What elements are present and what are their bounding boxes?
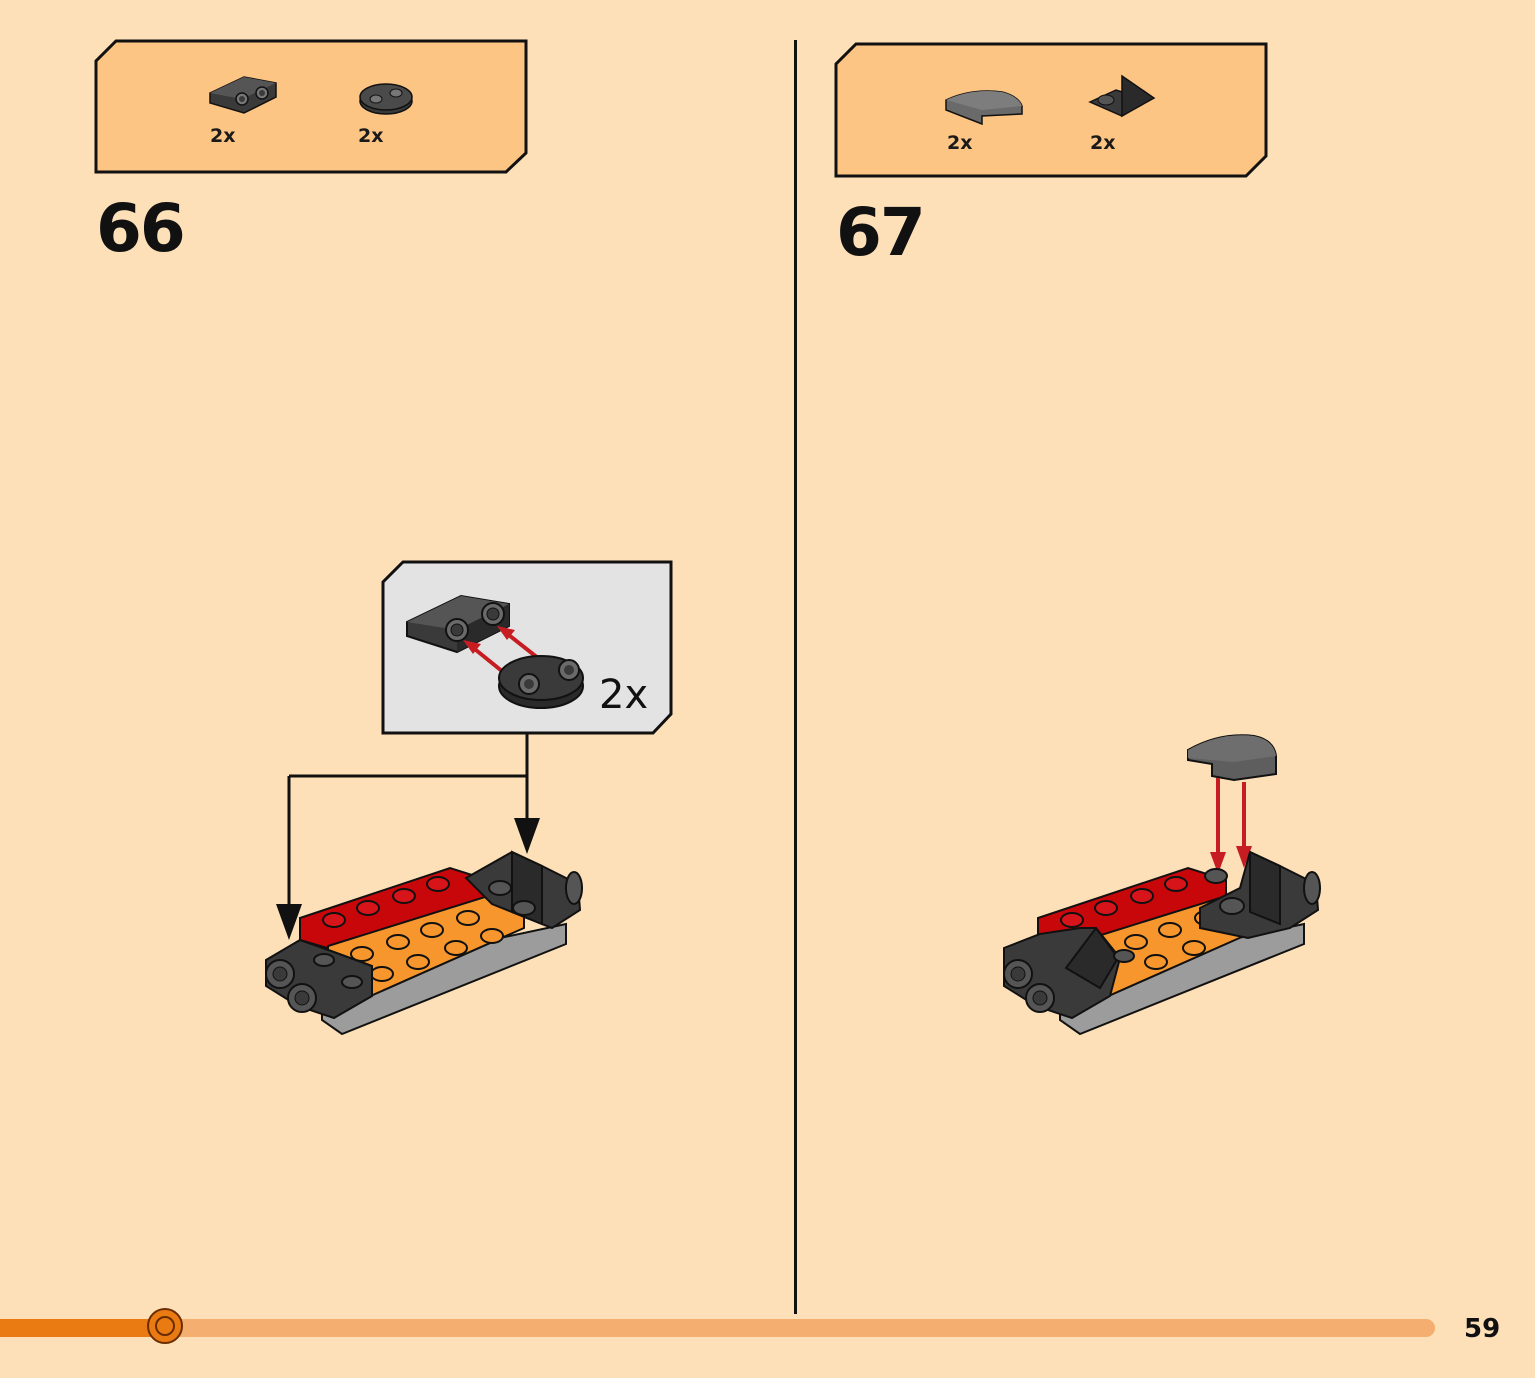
parts-list-step-67: 2x 2x	[834, 42, 1268, 178]
model-step-66	[265, 850, 583, 1036]
bracket-attach-illustration	[406, 594, 584, 709]
wedge-bracket-icon	[1088, 74, 1156, 118]
page-number: 59	[1464, 1314, 1501, 1344]
step-number: 67	[836, 194, 926, 271]
curved-slope-drop	[1187, 734, 1277, 874]
callout-subassembly: 2x	[381, 560, 675, 736]
parts-box-frame	[834, 42, 1268, 178]
progress-knob	[147, 1308, 183, 1344]
part-qty: 2x	[1090, 132, 1116, 154]
progress-fill	[0, 1319, 165, 1337]
progress-track	[0, 1319, 1435, 1337]
callout-qty: 2x	[599, 672, 649, 718]
model-step-67	[1003, 850, 1321, 1036]
part-qty: 2x	[947, 132, 973, 154]
bracket-plate-icon	[209, 76, 277, 114]
part-qty: 2x	[210, 125, 236, 147]
parts-box-frame	[94, 39, 528, 174]
page-divider	[794, 40, 797, 1314]
part-qty: 2x	[358, 125, 384, 147]
step-number: 66	[96, 190, 186, 267]
callout-leader-arrows	[276, 734, 540, 940]
curved-slope-icon	[945, 90, 1023, 126]
round-plate-1x2-icon	[359, 83, 413, 115]
parts-list-step-66: 2x 2x	[94, 39, 528, 174]
